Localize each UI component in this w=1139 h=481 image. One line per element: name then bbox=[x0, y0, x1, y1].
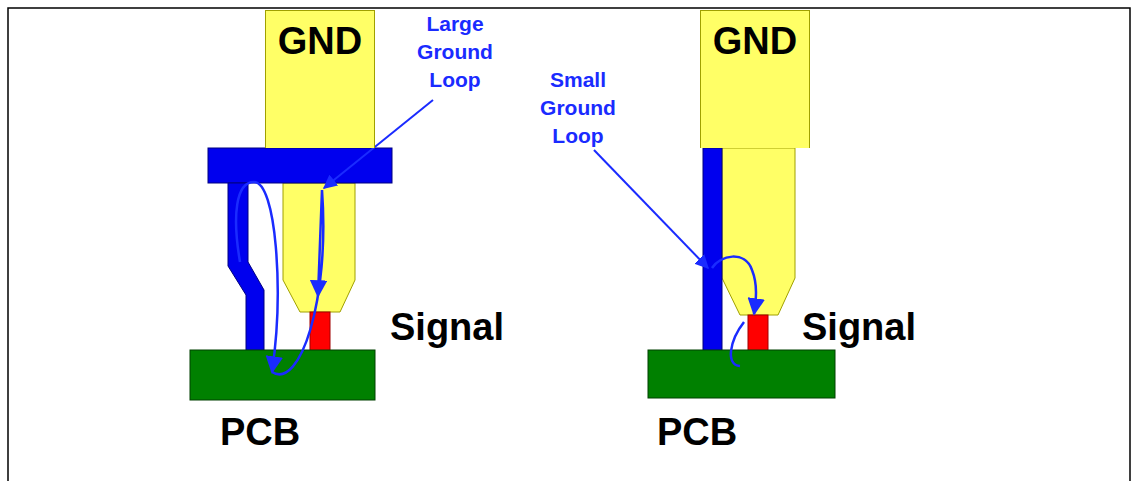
frame bbox=[8, 8, 1130, 481]
probe-body bbox=[722, 148, 795, 315]
ground-spring bbox=[703, 148, 722, 351]
pcb-board bbox=[648, 350, 835, 398]
leader-line bbox=[594, 150, 708, 268]
ground-label: GND bbox=[701, 11, 809, 63]
signal-label: Signal bbox=[390, 305, 504, 349]
board-label: PCB bbox=[220, 410, 300, 454]
callout-text: Large Ground Loop bbox=[409, 10, 501, 94]
loop-arrow bbox=[731, 322, 744, 366]
ground-label: GND bbox=[266, 11, 374, 63]
loop-arrow bbox=[236, 182, 278, 372]
board-label: PCB bbox=[657, 410, 737, 454]
loop-arrow bbox=[712, 257, 756, 314]
ground-barrel: GND bbox=[700, 10, 810, 148]
callout-text: Small Ground Loop bbox=[532, 66, 624, 150]
signal-label: Signal bbox=[802, 305, 916, 349]
loop-arrow bbox=[272, 190, 323, 374]
ground-barrel: GND bbox=[265, 10, 375, 148]
ground-clip-bar bbox=[208, 148, 392, 183]
ground-lead bbox=[228, 183, 264, 351]
signal-tip bbox=[748, 315, 768, 352]
